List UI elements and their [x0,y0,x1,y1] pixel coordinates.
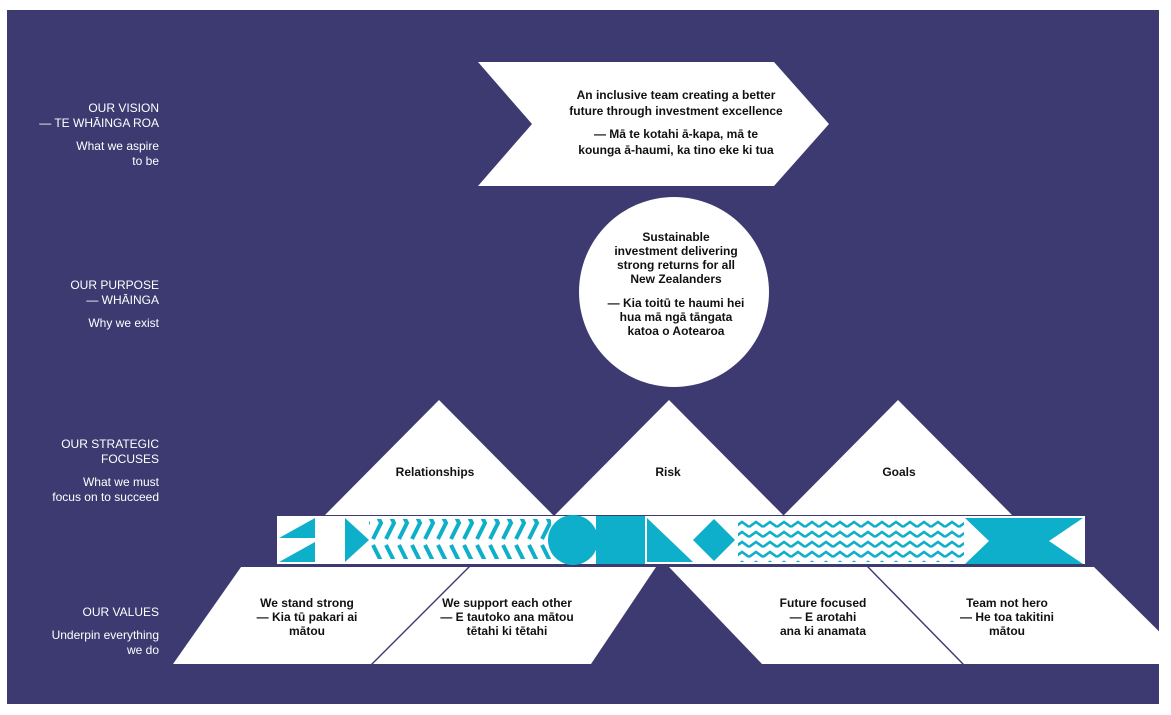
vision-line: kounga ā-haumi, ka tino eke ki tua [578,143,774,157]
band-chevrons [369,519,551,559]
value-shape-1 [173,567,468,664]
value-line: We support each other [442,596,572,610]
row-label-vision: OUR VISION — TE WHĀINGA ROA What we aspi… [39,86,159,184]
band-arrow-solid [345,518,369,562]
band-triangle-lower [279,542,315,562]
value-shape-3 [669,567,962,664]
value-line: — He toa takitini [960,610,1054,624]
row-label-purpose: OUR PURPOSE — WHĀINGA Why we exist [70,263,159,346]
purpose-line: — Kia toitū te haumi hei [608,296,745,310]
purpose-subheading: Why we exist [88,316,159,330]
value-line: Future focused [780,596,867,610]
vision-text: An inclusive team creating a better futu… [569,88,783,157]
value-shape-2 [373,567,656,664]
purpose-line: investment delivering [614,244,737,258]
band-square [596,516,645,564]
vision-line: An inclusive team creating a better [577,88,776,102]
purpose-circle [579,197,769,387]
purpose-line: Sustainable [642,230,710,244]
value-line: mātou [989,624,1025,638]
purpose-line: strong returns for all [617,258,735,272]
row-label-focuses: OUR STRATEGIC FOCUSES What we must focus… [52,422,159,520]
focus-triangle-risk [555,400,783,515]
focus-triangle-goals [784,400,1012,515]
band-triangle-upper [279,518,315,538]
vision-arrow-shape [478,62,829,186]
purpose-line: hua mā ngā tāngata [620,310,733,324]
row-label-values: OUR VALUES Underpin everything we do [52,590,159,673]
focus-label: Relationships [396,465,475,479]
pattern-band [277,515,1085,565]
purpose-line: katoa o Aotearoa [628,324,725,338]
band-arrow-large [965,518,1083,564]
values-heading: OUR VALUES [82,605,159,619]
focus-label: Goals [882,465,916,479]
values-subheading: Underpin everything we do [51,628,159,657]
value-line: tētahi ki tētahi [467,624,548,638]
value-shape-4 [869,567,1159,664]
value-line: ana ki anamata [780,624,866,638]
focus-triangle-relationships [325,400,553,515]
purpose-line: New Zealanders [630,272,722,286]
values-text: We stand strong — Kia tū pakari ai mātou… [257,596,1054,638]
vision-subheading: What we aspire to be [76,139,159,168]
value-line: — E tautoko ana mātou [440,610,573,624]
purpose-heading: OUR PURPOSE — WHĀINGA [70,278,159,307]
value-line: Team not hero [966,596,1048,610]
focus-labels: Relationships Risk Goals [396,465,916,479]
band-diamond [693,519,735,561]
value-line: We stand strong [260,596,354,610]
diagram-canvas: OUR VISION — TE WHĀINGA ROA What we aspi… [7,10,1159,704]
focus-label: Risk [655,465,681,479]
value-line: — E arotahi [790,610,857,624]
focuses-subheading: What we must focus on to succeed [52,475,159,504]
vision-line: — Mā te kotahi ā-kapa, mā te [594,127,758,141]
band-zigzag [738,518,964,562]
band-circle [548,515,598,565]
purpose-text: Sustainable investment delivering strong… [608,230,745,338]
focuses-heading: OUR STRATEGIC FOCUSES [61,437,159,466]
value-line: — Kia tū pakari ai [257,610,358,624]
strategy-diagram: An inclusive team creating a better futu… [173,62,1159,664]
band-triangle-right [647,518,693,562]
value-line: mātou [289,624,325,638]
vision-heading: OUR VISION — TE WHĀINGA ROA [39,101,159,130]
vision-line: future through investment excellence [569,104,783,118]
